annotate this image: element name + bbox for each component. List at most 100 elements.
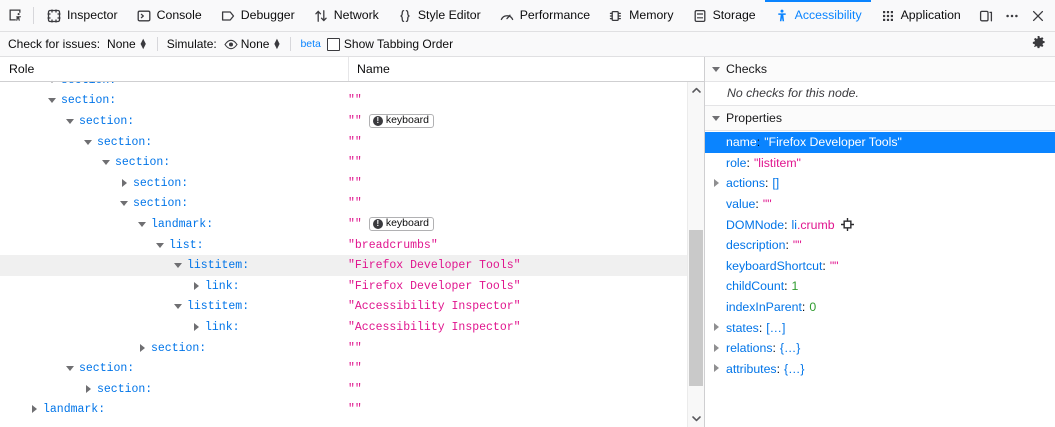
checks-section-header[interactable]: Checks <box>705 57 1055 82</box>
toolbar-divider <box>33 7 34 24</box>
tree-row[interactable]: section:"" <box>0 194 704 215</box>
tree-row-role-cell: landmark: <box>0 403 348 416</box>
devtools-toolbar: Inspector Console Debugger Network <box>0 0 1055 32</box>
twisty-expanded-icon[interactable] <box>174 302 183 311</box>
property-value: {…} <box>784 362 805 376</box>
twisty-expanded-icon[interactable] <box>48 96 57 105</box>
tree-row[interactable]: section:"" <box>0 379 704 400</box>
tab-label: Console <box>157 9 202 21</box>
simulate-dropdown[interactable]: None ▲▼ <box>222 36 282 52</box>
tree-row[interactable]: listitem:"Firefox Developer Tools" <box>0 255 704 276</box>
properties-section-header[interactable]: Properties <box>705 106 1055 131</box>
close-icon[interactable] <box>1025 0 1051 31</box>
scroll-up-arrow-icon[interactable] <box>688 82 704 99</box>
twisty-expanded-icon[interactable] <box>156 241 165 250</box>
check-for-issues-dropdown[interactable]: None ▲▼ <box>105 36 148 52</box>
tree-row[interactable]: section:"" <box>0 173 704 194</box>
property-row[interactable]: keyboardShortcut:"" <box>705 256 1055 277</box>
tab-performance[interactable]: Performance <box>490 0 599 31</box>
tree-row[interactable]: section:""!keyboard <box>0 111 704 132</box>
checks-title: Checks <box>726 62 767 76</box>
select-node-icon[interactable] <box>841 218 854 231</box>
tab-accessibility[interactable]: Accessibility <box>765 0 871 31</box>
twisty-collapsed-icon[interactable] <box>192 323 201 332</box>
property-key: name <box>726 135 757 149</box>
accessibility-tree[interactable]: section:""section:""section:""!keyboards… <box>0 82 704 427</box>
tree-row[interactable]: section:"" <box>0 82 704 91</box>
tab-memory[interactable]: Memory <box>599 0 682 31</box>
more-options-icon[interactable] <box>999 0 1025 31</box>
tab-network[interactable]: Network <box>304 0 388 31</box>
twisty-collapsed-icon[interactable] <box>712 364 721 373</box>
tree-row[interactable]: link:"Firefox Developer Tools" <box>0 276 704 297</box>
tree-row-role: section: <box>79 115 134 128</box>
property-key: DOMNode <box>726 218 784 232</box>
twisty-collapsed-icon[interactable] <box>712 344 721 353</box>
tree-row-name-cell: "Accessibility Inspector" <box>348 300 704 313</box>
twisty-collapsed-icon[interactable] <box>30 405 39 414</box>
scroll-down-arrow-icon[interactable] <box>688 410 704 427</box>
twisty-expanded-icon[interactable] <box>48 82 57 85</box>
property-row[interactable]: indexInParent:0 <box>705 297 1055 318</box>
property-row[interactable]: actions:[] <box>705 173 1055 194</box>
tree-row-name-cell: "" <box>348 342 704 355</box>
twisty-expanded-icon[interactable] <box>138 220 147 229</box>
accessibility-picker-icon[interactable] <box>0 0 30 31</box>
tree-row[interactable]: landmark:""!keyboard <box>0 214 704 235</box>
tab-style-editor[interactable]: Style Editor <box>388 0 490 31</box>
tab-storage[interactable]: Storage <box>683 0 765 31</box>
property-row[interactable]: description:"" <box>705 235 1055 256</box>
property-key: indexInParent <box>726 300 802 314</box>
settings-button[interactable] <box>1031 35 1051 53</box>
twisty-expanded-icon[interactable] <box>66 364 75 373</box>
tree-row[interactable]: section:"" <box>0 338 704 359</box>
tree-row[interactable]: section:"" <box>0 358 704 379</box>
twisty-collapsed-icon[interactable] <box>138 344 147 353</box>
tree-row[interactable]: section:"" <box>0 91 704 112</box>
console-icon <box>136 8 152 24</box>
twisty-expanded-icon[interactable] <box>120 199 129 208</box>
property-row[interactable]: childCount:1 <box>705 276 1055 297</box>
twisty-collapsed-icon[interactable] <box>192 282 201 291</box>
twisty-expanded-icon[interactable] <box>66 117 75 126</box>
tab-inspector[interactable]: Inspector <box>37 0 127 31</box>
property-row[interactable]: states:[…] <box>705 317 1055 338</box>
tree-row[interactable]: listitem:"Accessibility Inspector" <box>0 297 704 318</box>
tree-vertical-scrollbar[interactable] <box>687 82 704 427</box>
column-header-name[interactable]: Name <box>348 57 704 81</box>
property-row[interactable]: attributes:{…} <box>705 359 1055 380</box>
tree-row[interactable]: section:"" <box>0 132 704 153</box>
property-value: "" <box>793 238 802 252</box>
twisty-collapsed-icon[interactable] <box>84 385 93 394</box>
tree-row[interactable]: list:"breadcrumbs" <box>0 235 704 256</box>
tree-row-name-cell: "" <box>348 362 704 375</box>
memory-icon <box>608 8 624 24</box>
audit-badge-keyboard[interactable]: !keyboard <box>369 114 434 128</box>
dock-toggle-icon[interactable] <box>973 0 999 31</box>
twisty-collapsed-icon[interactable] <box>712 323 721 332</box>
tab-debugger[interactable]: Debugger <box>211 0 304 31</box>
twisty-collapsed-icon[interactable] <box>712 179 721 188</box>
tree-row-role-cell: section: <box>0 342 348 355</box>
column-header-role[interactable]: Role <box>0 62 348 76</box>
tree-row-name-cell: ""!keyboard <box>348 217 704 231</box>
tree-row[interactable]: landmark:"" <box>0 400 704 421</box>
twisty-expanded-icon[interactable] <box>102 158 111 167</box>
tab-application[interactable]: Application <box>871 0 970 31</box>
property-row[interactable]: role:"listitem" <box>705 153 1055 174</box>
tree-row[interactable]: section:"" <box>0 152 704 173</box>
tree-row[interactable]: link:"Accessibility Inspector" <box>0 317 704 338</box>
tab-console[interactable]: Console <box>127 0 211 31</box>
tree-row-name: "Firefox Developer Tools" <box>348 259 521 272</box>
twisty-collapsed-icon[interactable] <box>120 179 129 188</box>
property-row[interactable]: relations:{…} <box>705 338 1055 359</box>
twisty-expanded-icon[interactable] <box>84 138 93 147</box>
show-tabbing-order-checkbox[interactable]: Show Tabbing Order <box>327 37 453 51</box>
twisty-expanded-icon[interactable] <box>174 261 183 270</box>
property-row[interactable]: value:"" <box>705 194 1055 215</box>
property-row[interactable]: DOMNode:li.crumb <box>705 214 1055 235</box>
property-row[interactable]: name:"Firefox Developer Tools" <box>705 132 1055 153</box>
checkbox-box[interactable] <box>327 38 340 51</box>
audit-badge-keyboard[interactable]: !keyboard <box>369 217 434 231</box>
scrollbar-thumb[interactable] <box>689 230 703 386</box>
